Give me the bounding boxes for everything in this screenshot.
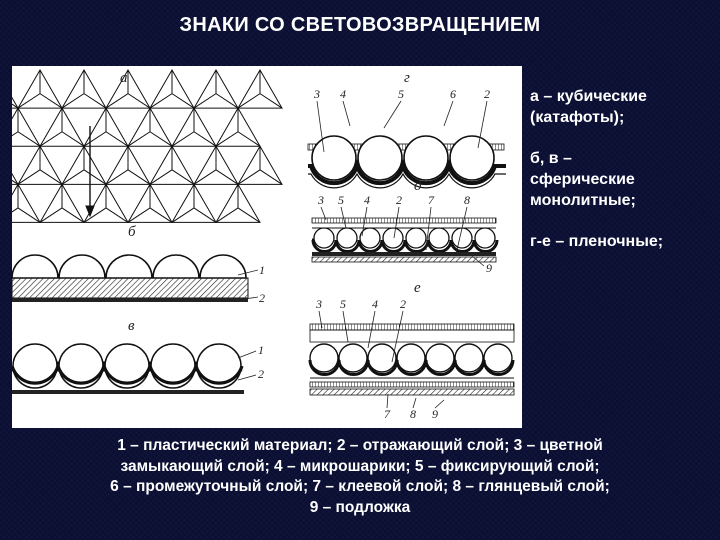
panel-b-label-1: 1 [259,263,265,277]
panel-d-label-5: 5 [338,193,344,207]
legend-line: замыкающий слой; 4 – микрошарики; 5 – фи… [120,457,600,475]
panel-d-label-9: 9 [486,261,492,275]
panel-v-label-2: 2 [258,367,264,381]
panel-d-letter: д [414,178,422,194]
panel-g-letter: г [404,70,410,86]
method-cube: а – кубические (катафоты); [530,88,647,126]
panel-a-letter: а [120,70,128,86]
panel-b-label-2: 2 [259,291,265,305]
method-list: а – кубические (катафоты); б, в – сферич… [530,86,715,272]
panel-d-label-2: 2 [396,193,402,207]
panel-g-film-layers [307,135,506,189]
legend-line: 6 – промежуточный слой; 7 – клеевой слой… [110,478,610,495]
panel-g-label-2: 2 [484,87,490,101]
slide-title: ЗНАКИ СО СВЕТОВОЗВРАЩЕНИЕМ [179,14,541,36]
panel-v-letter: в [128,318,135,334]
panel-e-film-layers [308,323,515,396]
panel-d-film-layers [311,217,499,263]
panel-e-label-5: 5 [340,297,346,311]
panel-d-label-4: 4 [364,193,370,207]
legend-line: 9 – подложка [309,498,411,516]
method-film: г-е – пленочные; [530,233,664,250]
layer-legend: 1 – пластический материал; 2 – отражающи… [0,436,720,518]
retroreflective-layers-figure: а б 1 2 в 1 2 г 3 4 5 6 2 [12,66,522,428]
panel-b-spherical-monolith [12,254,249,302]
panel-d-label-3: 3 [317,193,324,207]
panel-v-spherical-monolith [12,343,244,394]
panel-a-cube-corner-pattern [12,68,283,223]
panel-g-label-3: 3 [313,87,320,101]
panel-d-label-8: 8 [464,193,470,207]
method-spherical: б, в – сферические монолитные; [530,150,636,209]
panel-e-letter: е [414,280,421,296]
panel-e-label-3: 3 [315,297,322,311]
panel-e-label-9: 9 [432,407,438,421]
panel-b-letter: б [128,224,136,240]
legend-line: 1 – пластический материал; 2 – отражающи… [117,437,603,454]
panel-g-label-4: 4 [340,87,346,101]
panel-e-label-2: 2 [400,297,406,311]
panel-d-label-7: 7 [428,193,435,207]
panel-e-label-4: 4 [372,297,378,311]
panel-e-label-8: 8 [410,407,416,421]
panel-e-label-7: 7 [384,407,391,421]
panel-v-label-1: 1 [258,343,264,357]
panel-g-label-6: 6 [450,87,456,101]
panel-g-label-5: 5 [398,87,404,101]
